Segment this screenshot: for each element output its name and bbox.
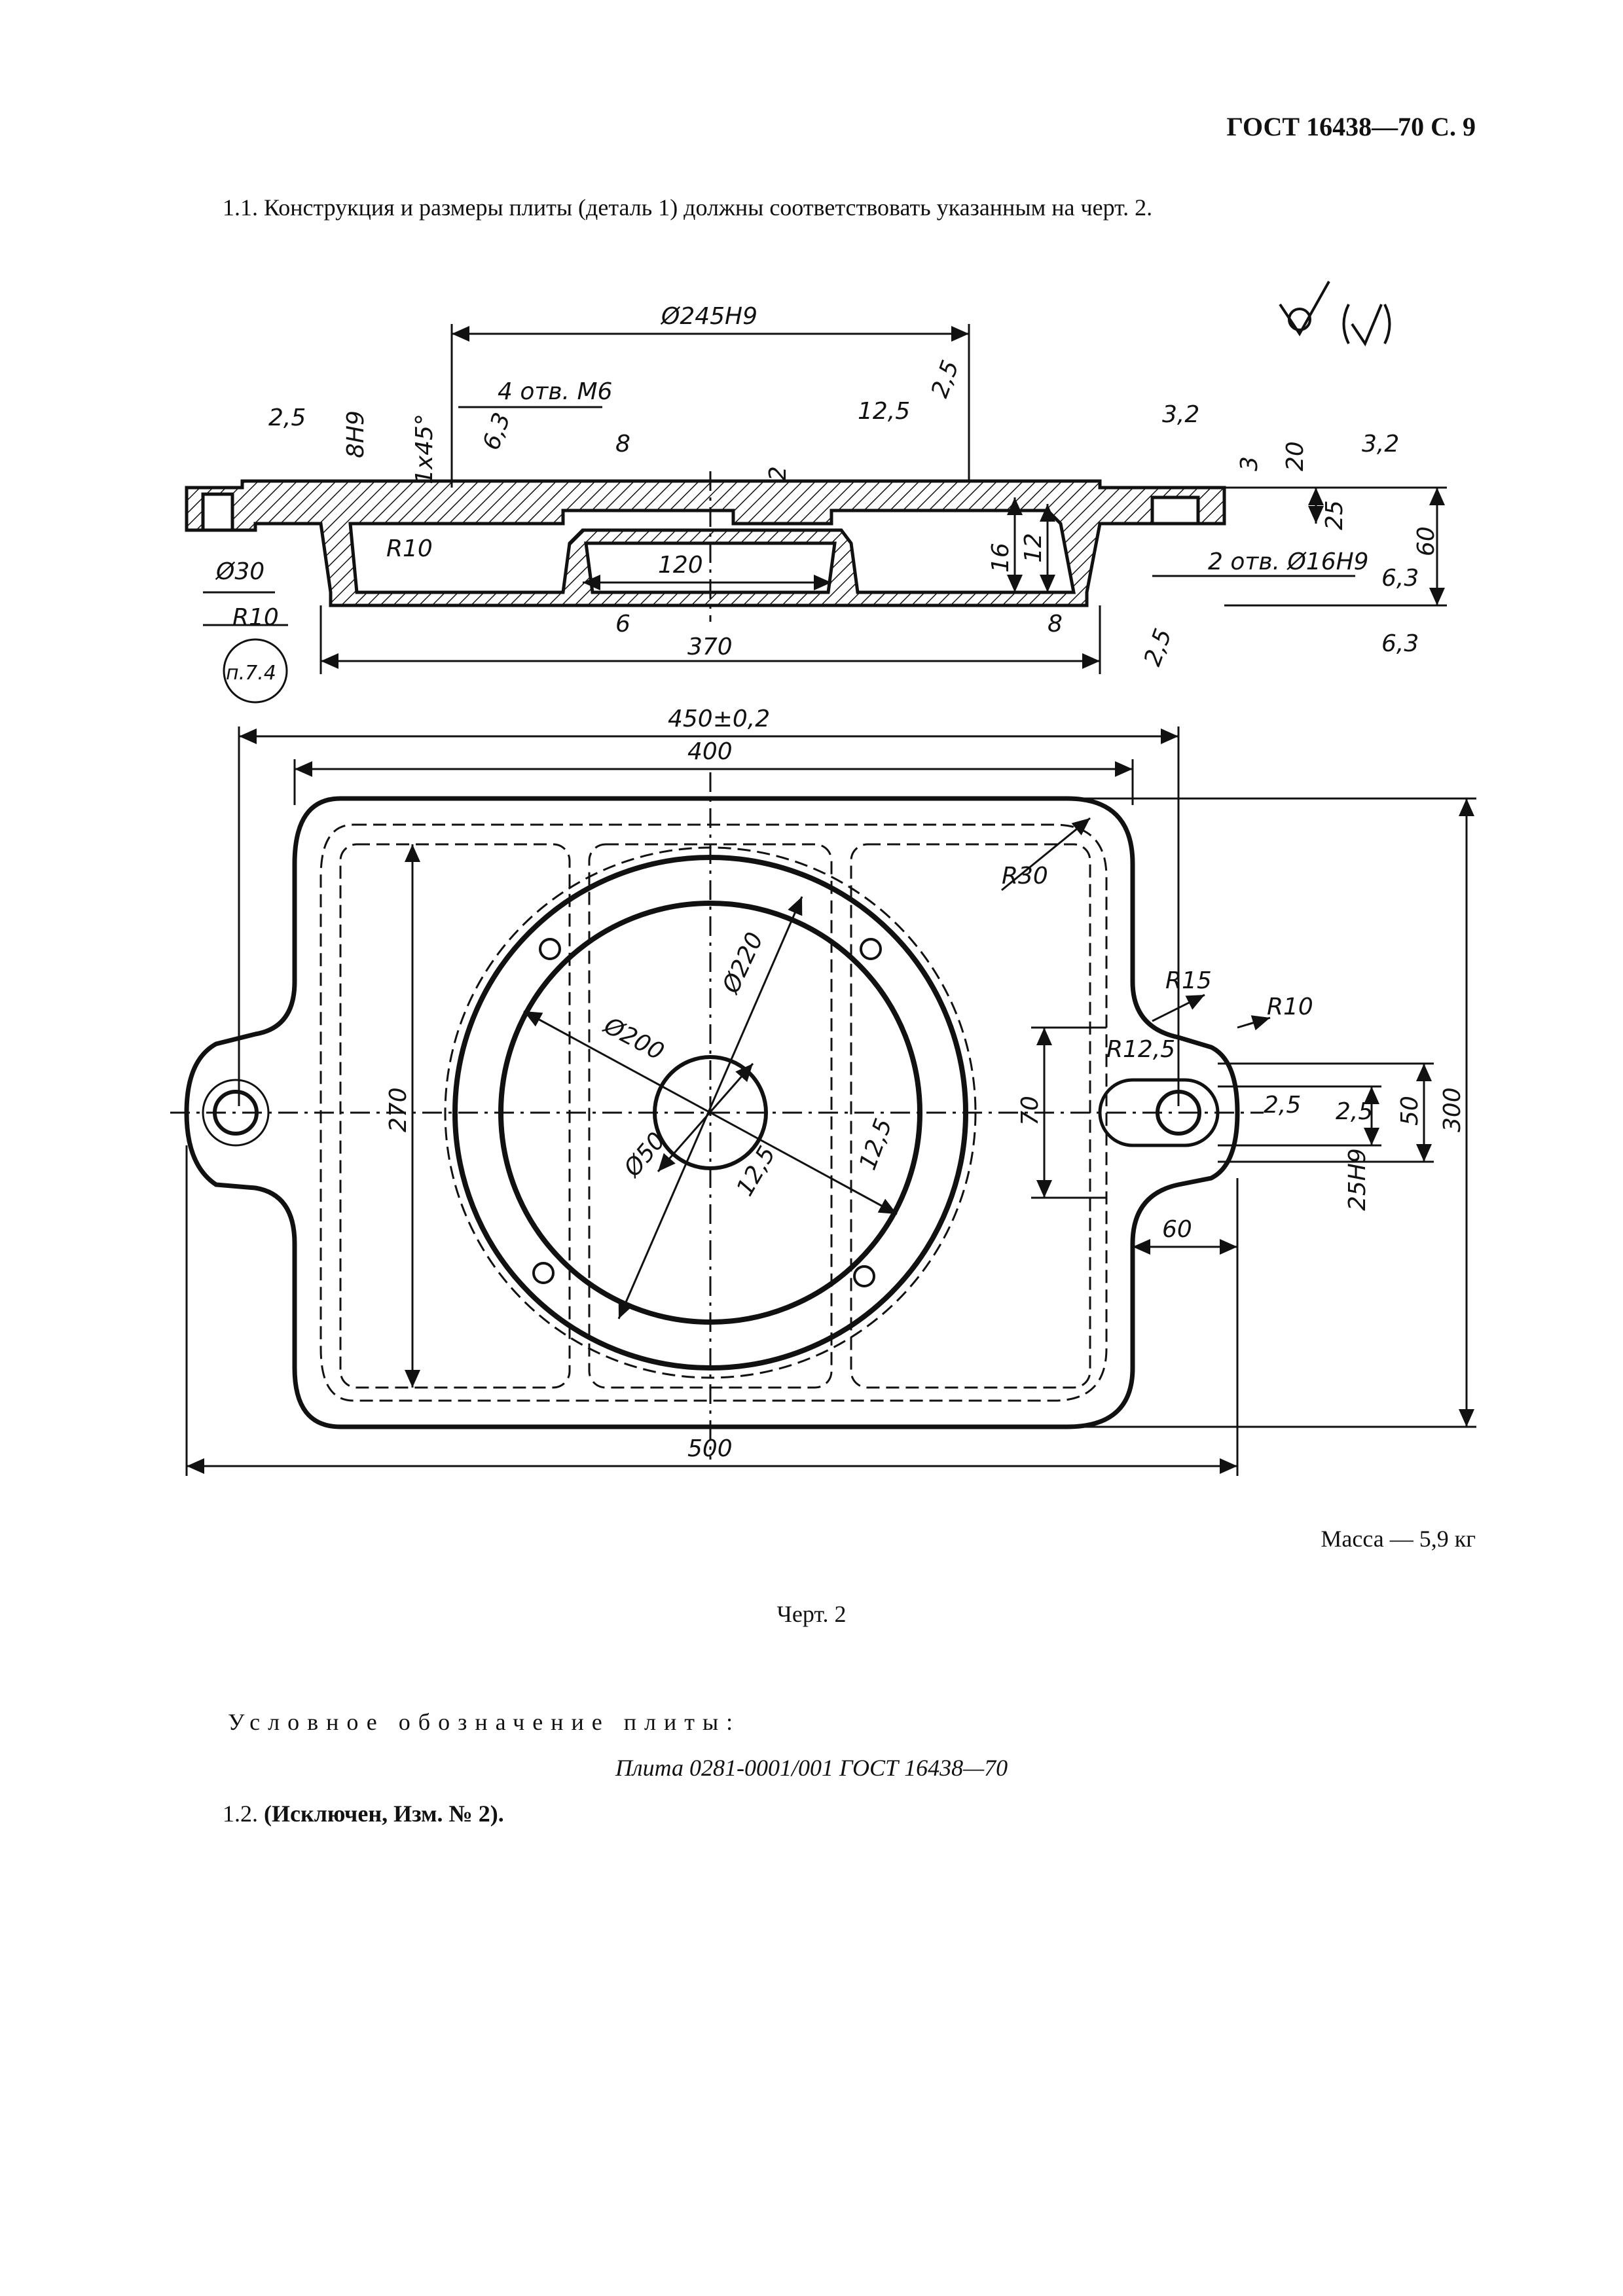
dim-roughness-12-5-b: 12,5	[854, 1115, 898, 1174]
dim-8-top: 8	[615, 431, 630, 457]
dim-roughness-12-5-a: 12,5	[731, 1142, 781, 1201]
dim-d245: Ø245H9	[660, 303, 757, 330]
paragraph-1-1: 1.1. Конструкция и размеры плиты (деталь…	[223, 194, 1153, 221]
section-view	[185, 471, 1226, 622]
dim-r15: R15	[1165, 967, 1212, 994]
dim-roughness-2-5-top: 2,5	[926, 357, 964, 401]
dim-16: 16	[987, 543, 1014, 573]
dim-roughness-3-2-right: 3,2	[1362, 431, 1399, 457]
dim-roughness-2-5-bottom: 2,5	[1139, 625, 1177, 670]
dim-r30: R30	[1002, 863, 1048, 889]
technical-drawing: Ø245H9 4 отв. M6 2,5 8H9 1x45° 6,3 8 12,…	[170, 281, 1476, 1476]
dim-roughness-2-5-left: 2,5	[268, 404, 306, 431]
dim-370: 370	[687, 634, 733, 660]
designation-value: Плита 0281-0001/001 ГОСТ 16438—70	[615, 1755, 1008, 1781]
designation-label: Условное обозначение плиты:	[228, 1709, 741, 1735]
dim-50-right: 50	[1396, 1096, 1423, 1126]
paragraph-1-2-text: (Исключен, Изм. № 2).	[264, 1801, 504, 1827]
page-header: ГОСТ 16438—70 С. 9	[1226, 112, 1476, 141]
mass-note: Масса — 5,9 кг	[1321, 1526, 1476, 1552]
dim-500: 500	[687, 1435, 733, 1462]
dim-r10-left: R10	[232, 604, 279, 631]
dim-holes-16: 2 отв. Ø16H9	[1208, 548, 1369, 575]
dim-300: 300	[1439, 1087, 1466, 1132]
dim-8-bottom: 8	[1048, 611, 1063, 637]
dim-roughness-12-5: 12,5	[858, 398, 910, 425]
dim-25: 25	[1321, 500, 1348, 530]
dim-12: 12	[1020, 533, 1047, 563]
dim-d50: Ø50	[618, 1128, 670, 1183]
dim-270: 270	[385, 1087, 412, 1132]
roughness-symbol	[1279, 281, 1391, 347]
dim-20: 20	[1282, 441, 1309, 471]
dim-120: 120	[658, 552, 703, 579]
dim-60-plan: 60	[1162, 1216, 1192, 1243]
dim-450: 450±0,2	[668, 706, 770, 732]
dim-roughness-2-5-b: 2,5	[1336, 1098, 1373, 1125]
section-dim-text: Ø245H9 4 отв. M6 2,5 8H9 1x45° 6,3 8 12,…	[215, 303, 1440, 685]
dim-2: 2	[765, 466, 792, 481]
dim-roughness-6-3-a: 6,3	[1381, 565, 1419, 592]
plan-dim-text: 450±0,2 400 R30 R15 R10 R12,5 270 Ø220 Ø…	[385, 706, 1466, 1462]
plan-dim-lines	[185, 726, 1476, 1476]
dim-25h9: 25H9	[1344, 1148, 1371, 1211]
dim-roughness-6-3: 6,3	[478, 409, 516, 454]
dim-400: 400	[687, 738, 733, 765]
dim-d30: Ø30	[215, 558, 264, 585]
dim-chamfer: 1x45°	[411, 414, 438, 484]
dim-8h9: 8H9	[342, 410, 369, 458]
section-dim-lines	[203, 324, 1447, 704]
figure-caption: Черт. 2	[776, 1601, 847, 1627]
dim-holes-m6: 4 отв. M6	[498, 378, 612, 405]
dim-r12-5: R12,5	[1106, 1036, 1175, 1063]
dim-60: 60	[1413, 526, 1440, 556]
dim-6: 6	[615, 611, 630, 637]
dim-roughness-3-2-top: 3,2	[1162, 401, 1199, 428]
dim-roughness-2-5-a: 2,5	[1264, 1092, 1301, 1119]
dim-r10-mid: R10	[386, 535, 433, 562]
dim-d220: Ø220	[717, 929, 769, 999]
note-7-4: п.7.4	[226, 662, 276, 685]
paragraph-1-2: 1.2. (Исключен, Изм. № 2).	[223, 1800, 504, 1827]
dim-roughness-6-3-b: 6,3	[1381, 630, 1419, 657]
dim-70: 70	[1017, 1096, 1044, 1126]
paragraph-1-2-number: 1.2.	[223, 1801, 258, 1827]
dim-3: 3	[1236, 456, 1263, 471]
dim-r10-plan: R10	[1267, 994, 1313, 1020]
